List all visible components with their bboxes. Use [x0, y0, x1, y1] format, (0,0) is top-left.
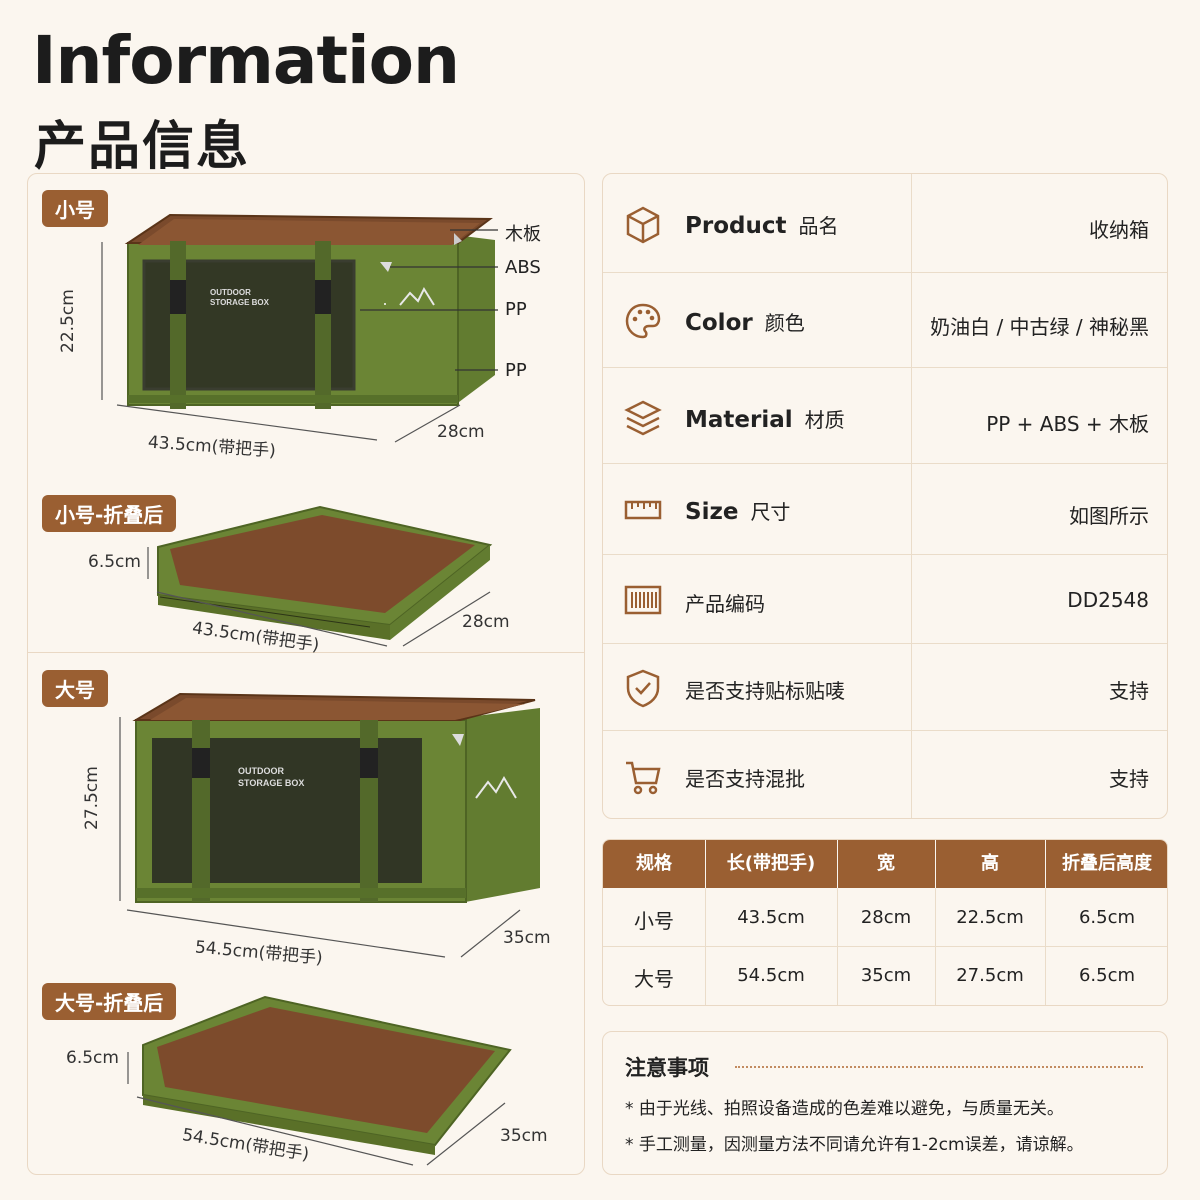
info-label-en: Size — [685, 499, 739, 525]
info-row-code: 产品编码 DD2548 — [603, 555, 1167, 644]
spec-cell: 43.5cm — [737, 907, 805, 928]
info-value: 如图所示 — [1069, 504, 1149, 528]
cart-icon — [626, 761, 661, 795]
svg-text:STORAGE BOX: STORAGE BOX — [210, 298, 270, 307]
tag-large-folded: 大号-折叠后 — [42, 983, 177, 1020]
callout-wood: 木板 — [505, 224, 541, 245]
info-label-zh: 品名 — [798, 214, 839, 238]
notes-panel: 注意事项 * 由于光线、拍照设备造成的色差难以避免，与质量无关。 * 手工测量，… — [602, 1031, 1168, 1175]
folded-height-arrow — [147, 547, 149, 579]
folded-dim-lines — [156, 591, 491, 647]
large-folded-width-label: 35cm — [500, 1126, 548, 1146]
large-width-label: 35cm — [503, 928, 551, 948]
info-label-zh: 是否支持混批 — [685, 767, 805, 791]
spec-cell: 35cm — [860, 965, 912, 986]
large-height-arrow — [119, 717, 121, 901]
spec-cell: 22.5cm — [956, 907, 1024, 928]
info-label-en: Product — [685, 213, 787, 239]
page-title-zh: 产品信息 — [34, 117, 251, 177]
spec-cell: 小号 — [634, 909, 674, 933]
info-label-zh: 是否支持贴标贴唛 — [685, 679, 845, 703]
small-box-image: OUTDOOR STORAGE BOX — [124, 213, 498, 409]
spec-header: 宽 — [877, 853, 895, 874]
info-value: 收纳箱 — [1089, 218, 1149, 242]
svg-text:OUTDOOR: OUTDOOR — [210, 288, 251, 297]
info-row-product: Product 品名 收纳箱 — [603, 174, 1167, 273]
notes-divider — [735, 1066, 1143, 1068]
info-value: 支持 — [1109, 679, 1149, 703]
svg-text:STORAGE BOX: STORAGE BOX — [238, 778, 304, 788]
spec-cell: 大号 — [634, 967, 674, 991]
large-height-label: 27.5cm — [82, 766, 102, 830]
notes-title: 注意事项 — [625, 1056, 709, 1080]
tag-large: 大号 — [42, 670, 108, 707]
page-title-en: Information — [32, 22, 460, 99]
ruler-icon — [624, 500, 662, 520]
large-folded-dim-lines — [136, 1096, 506, 1166]
spec-header: 折叠后高度 — [1062, 853, 1152, 874]
spec-cell: 6.5cm — [1078, 907, 1136, 928]
info-value: 奶油白 / 中古绿 / 神秘黑 — [930, 315, 1149, 339]
tag-small: 小号 — [42, 190, 108, 227]
callout-abs: ABS — [505, 257, 541, 278]
small-folded-height-label: 6.5cm — [88, 552, 141, 572]
info-value: PP + ABS + 木板 — [986, 412, 1149, 436]
info-label-zh: 尺寸 — [750, 500, 791, 524]
info-row-size: Size 尺寸 如图所示 — [603, 464, 1167, 555]
info-row-label-support: 是否支持贴标贴唛 支持 — [603, 644, 1167, 731]
spec-header: 长(带把手) — [726, 853, 816, 874]
spec-header: 高 — [981, 853, 999, 874]
spec-cell: 28cm — [860, 907, 912, 928]
large-box-image: OUTDOOR STORAGE BOX — [132, 692, 540, 903]
info-label-zh: 材质 — [804, 408, 845, 432]
small-folded-image — [157, 505, 493, 640]
height-arrow — [101, 242, 103, 400]
palette-icon — [625, 303, 661, 339]
spec-table: 规格 长(带把手) 宽 高 折叠后高度 小号 43.5cm 28cm 22.5c… — [602, 839, 1168, 1006]
spec-header: 规格 — [636, 853, 672, 874]
info-row-color: Color 颜色 奶油白 / 中古绿 / 神秘黑 — [603, 273, 1167, 368]
info-row-mixed-batch: 是否支持混批 支持 — [603, 731, 1167, 818]
small-width-label: 28cm — [437, 422, 485, 442]
note-line: * 由于光线、拍照设备造成的色差难以避免，与质量无关。 — [625, 1099, 1064, 1119]
note-line: * 手工测量，因测量方法不同请允许有1-2cm误差，请谅解。 — [625, 1135, 1084, 1155]
layers-icon — [624, 400, 662, 436]
spec-cell: 54.5cm — [737, 965, 805, 986]
large-folded-height-arrow — [127, 1052, 129, 1084]
info-label-zh: 产品编码 — [685, 592, 765, 616]
large-dim-lines — [126, 909, 521, 958]
shield-check-icon — [626, 669, 660, 708]
info-panel: Product 品名 收纳箱 Color 颜色 奶油白 / 中古绿 / 神秘黑 Ma… — [602, 173, 1168, 819]
info-label-zh: 颜色 — [764, 311, 805, 335]
info-value: DD2548 — [1067, 588, 1149, 612]
barcode-icon — [624, 585, 662, 615]
info-label-en: Color — [685, 310, 753, 336]
callout-pp-front: PP — [505, 299, 527, 320]
spec-cell: 6.5cm — [1078, 965, 1136, 986]
small-height-label: 22.5cm — [58, 289, 78, 353]
box-icon — [626, 206, 660, 244]
divider — [27, 652, 585, 653]
large-folded-height-label: 6.5cm — [66, 1048, 119, 1068]
tag-small-folded: 小号-折叠后 — [42, 495, 177, 532]
info-row-material: Material 材质 PP + ABS + 木板 — [603, 368, 1167, 464]
large-folded-image — [142, 995, 512, 1155]
svg-text:OUTDOOR: OUTDOOR — [238, 766, 284, 776]
small-folded-width-label: 28cm — [462, 612, 510, 632]
spec-cell: 27.5cm — [956, 965, 1024, 986]
info-label-en: Material — [685, 407, 793, 433]
callout-pp-body: PP — [505, 360, 527, 381]
dim-lines — [116, 404, 461, 443]
info-value: 支持 — [1109, 767, 1149, 791]
